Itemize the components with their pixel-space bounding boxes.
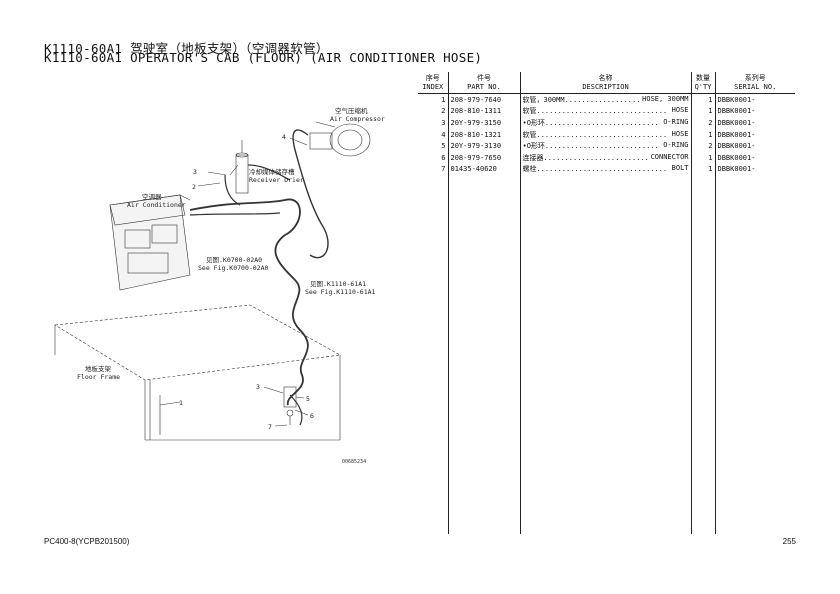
callout-3b: 3 <box>256 383 260 391</box>
callout-2: 2 <box>192 183 196 191</box>
cell-serial: DBBK0001- <box>714 128 795 141</box>
cell-index: 7 <box>441 165 446 174</box>
cell-part-no: 20Y-979-3130 <box>447 140 520 152</box>
floor-frame-label-cn: 地板支架 <box>85 365 111 373</box>
cell-description: •O形环........................... O-RING <box>519 140 691 152</box>
cell-serial: DBBK0001- <box>714 105 795 118</box>
aircon-label-cn: 空调器 <box>142 193 162 201</box>
desc-en: HOSE <box>671 129 689 138</box>
table-row: 6 208-979-7650 连接器......................… <box>418 151 795 164</box>
page-number: 255 <box>782 537 796 546</box>
table-empty-space <box>418 175 795 534</box>
figure-id: 00685234 <box>342 459 367 465</box>
desc-cn: 软管............................... <box>522 130 668 139</box>
table-row: 2 208-810-1311 软管.......................… <box>418 105 795 118</box>
drier-label-en: Receiver Drier <box>249 176 304 184</box>
cell-part-no: 01435-40620 <box>447 163 520 176</box>
cell-index: 2 <box>441 107 446 116</box>
ref1-label-en: See Fig.K0700-02A0 <box>198 264 269 272</box>
cell-qty: 1 <box>690 93 715 106</box>
drier-label-cn: 冷却媒体储存槽 <box>249 168 295 176</box>
cell-qty: 1 <box>690 151 715 164</box>
cell-part-no: 20Y-979-3150 <box>447 117 520 129</box>
cell-serial: DBBK0001- <box>714 151 795 164</box>
ref1-label-cn: 见图.K0700-02A0 <box>206 256 263 264</box>
cell-description: 螺栓...............................BOLT <box>519 163 691 176</box>
ref2-label-cn: 见图.K1110-61A1 <box>310 280 367 288</box>
cell-qty: 1 <box>690 105 715 118</box>
hose-routing-drawing <box>54 121 371 441</box>
cell-qty: 2 <box>690 140 715 152</box>
desc-cn: 连接器......................... <box>522 153 649 162</box>
ref2-label-en: See Fig.K1110-61A1 <box>305 288 376 296</box>
desc-cn: •O形环........................... <box>522 118 659 127</box>
table-row: 3 20Y-979-3150 •O形环.....................… <box>418 117 795 129</box>
desc-en: HOSE, 300MM <box>642 94 689 103</box>
desc-cn: 软管............................... <box>522 107 668 116</box>
callout-3: 3 <box>193 168 197 176</box>
callout-7: 7 <box>268 423 272 431</box>
desc-en: BOLT <box>671 164 689 173</box>
cell-serial: DBBK0001- <box>714 93 795 106</box>
compressor-label-en: Air Compressor <box>330 115 385 123</box>
cell-qty: 1 <box>690 128 715 141</box>
cell-index: 6 <box>441 153 446 162</box>
cell-part-no: 208-979-7650 <box>447 151 520 164</box>
cell-serial: DBBK0001- <box>714 117 795 129</box>
floor-frame-label-en: Floor Frame <box>77 373 121 381</box>
page-title-en: K1110-60A1 OPERATOR'S CAB (FLOOR) (AIR C… <box>44 50 483 65</box>
cell-description: 软管，300MM..................HOSE, 300MM <box>519 93 691 106</box>
cell-index: 3 <box>441 118 446 127</box>
table-row: 4 208-810-1321 软管.......................… <box>418 128 795 141</box>
desc-en: HOSE <box>671 106 689 115</box>
cell-part-no: 208-810-1311 <box>447 105 520 118</box>
desc-en: O-RING <box>663 117 689 126</box>
cell-description: 软管...............................HOSE <box>519 128 691 141</box>
desc-cn: 螺栓............................... <box>522 165 668 174</box>
desc-cn: 软管，300MM.................. <box>522 95 641 104</box>
cell-index: 5 <box>441 142 446 151</box>
callout-6: 6 <box>310 412 314 420</box>
compressor-label-cn: 空气压缩机 <box>335 107 368 115</box>
cell-index: 1 <box>441 95 446 104</box>
cell-part-no: 208-810-1321 <box>447 128 520 141</box>
cell-serial: DBBK0001- <box>714 140 795 152</box>
desc-en: CONNECTOR <box>650 152 689 161</box>
table-row: 1 208-979-7640 软管，300MM.................… <box>418 93 795 106</box>
cell-index: 4 <box>441 130 446 139</box>
cell-serial: DBBK0001- <box>714 163 795 176</box>
cell-part-no: 208-979-7640 <box>447 93 520 106</box>
footer-model: PC400-8(YCPB201500) <box>44 537 130 546</box>
cell-description: •O形环........................... O-RING <box>519 117 691 129</box>
table-row: 7 01435-40620 螺栓........................… <box>418 163 795 176</box>
callout-5: 5 <box>306 395 310 403</box>
desc-en: O-RING <box>663 141 689 150</box>
cell-description: 软管...............................HOSE <box>519 105 691 118</box>
callout-1: 1 <box>179 399 183 407</box>
aircon-label-en: Air Conditioner <box>127 201 186 209</box>
page-title-cn: K1110-60A1 驾驶室（地板支架）（空调器软管） <box>44 41 329 56</box>
cell-description: 连接器.........................CONNECTOR <box>519 151 691 164</box>
parts-diagram: 空气压缩机 Air Compressor 冷却媒体储存槽 Receiver Dr… <box>50 95 390 475</box>
callout-4: 4 <box>282 133 286 141</box>
cell-qty: 2 <box>690 117 715 129</box>
desc-cn: •O形环........................... <box>522 142 659 151</box>
table-row: 5 20Y-979-3130 •O形环.....................… <box>418 140 795 152</box>
cell-qty: 1 <box>690 163 715 176</box>
